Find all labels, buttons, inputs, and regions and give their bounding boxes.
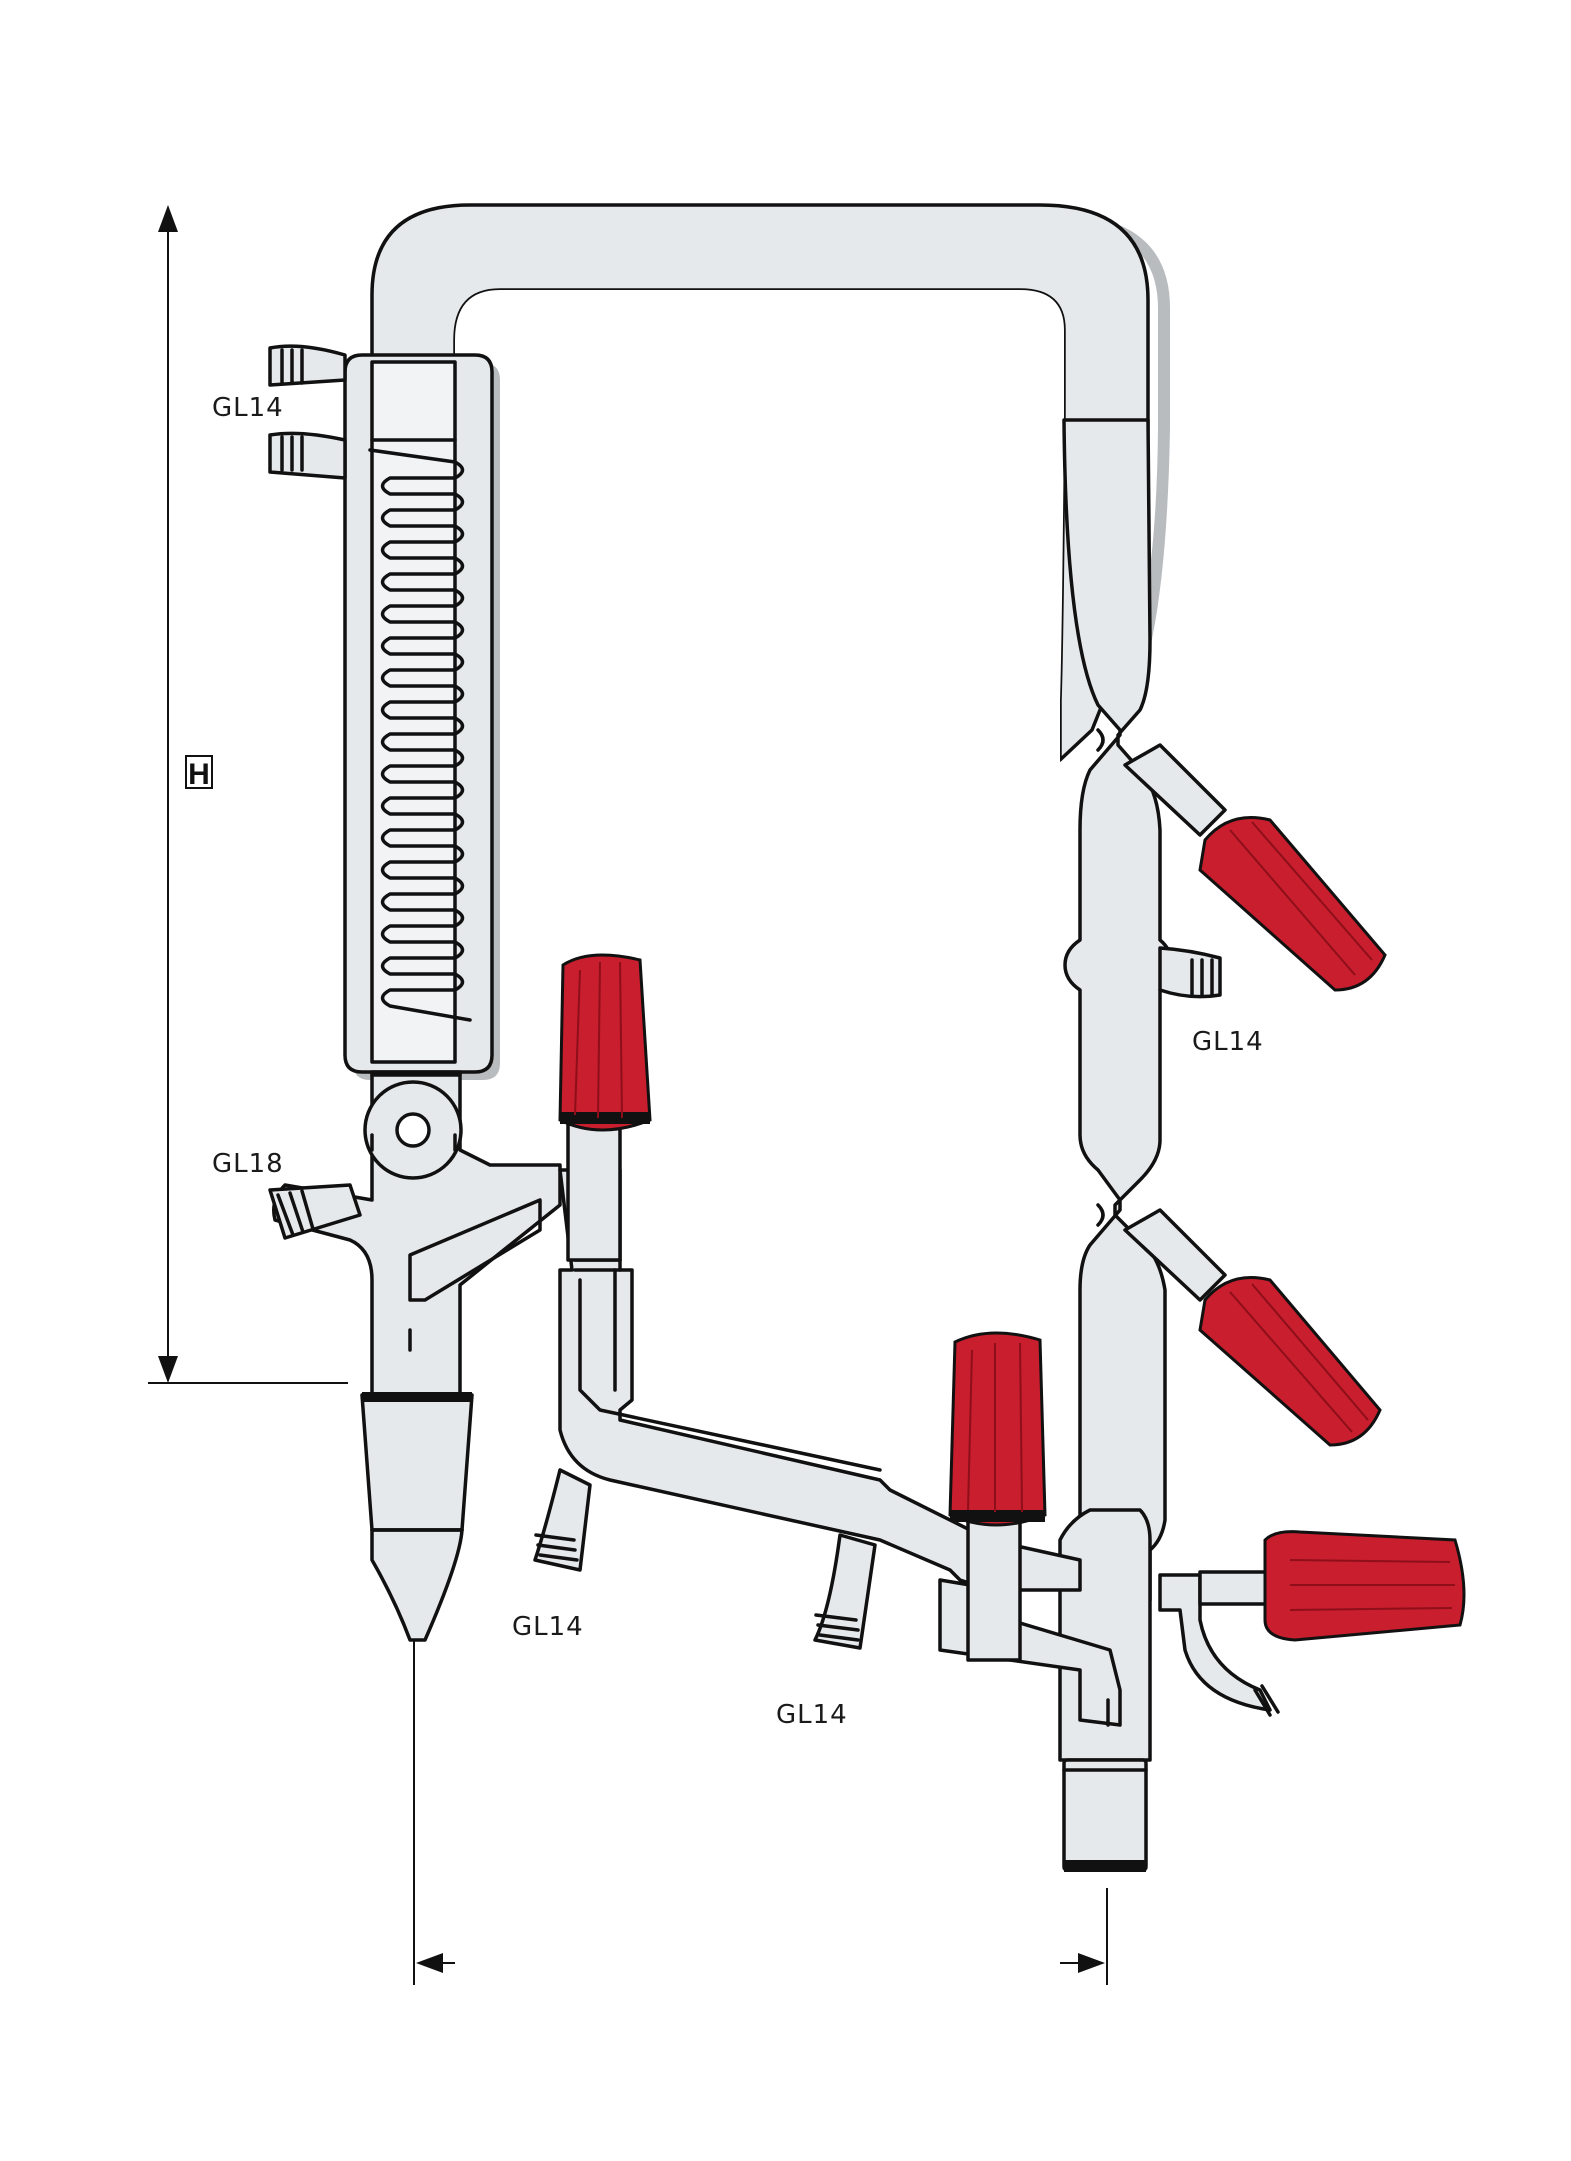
stopcock-cap-center-left[interactable] xyxy=(558,953,652,1262)
height-dimension: H xyxy=(148,205,348,1384)
gl14-bottom-left-nipple xyxy=(533,1468,592,1572)
hose-nipple-lower xyxy=(268,431,347,480)
label-gl14-bottom-left: GL14 xyxy=(512,1612,584,1642)
label-gl18: GL18 xyxy=(212,1149,284,1179)
label-gl14-top: GL14 xyxy=(212,393,284,423)
condenser-coil xyxy=(368,438,472,1022)
height-label: H xyxy=(188,758,210,791)
gl14-bottom-mid-nipple xyxy=(813,1533,877,1650)
stopcock-cap-center-right[interactable] xyxy=(948,1331,1047,1662)
height-label-box xyxy=(185,755,213,789)
gl14-right-nipple xyxy=(1158,946,1222,999)
glass-body xyxy=(268,203,1280,2161)
gl18-nipple xyxy=(268,1183,362,1240)
stopcock-cap-right-bottom[interactable] xyxy=(1198,1530,1466,1642)
hose-nipple-upper xyxy=(268,344,347,387)
label-gl14-bottom-mid: GL14 xyxy=(776,1700,848,1730)
label-gl14-right: GL14 xyxy=(1192,1027,1264,1057)
stopcock-cap-right-lower[interactable] xyxy=(1123,1208,1382,1447)
stopcock-cap-right-upper[interactable] xyxy=(1123,743,1387,992)
